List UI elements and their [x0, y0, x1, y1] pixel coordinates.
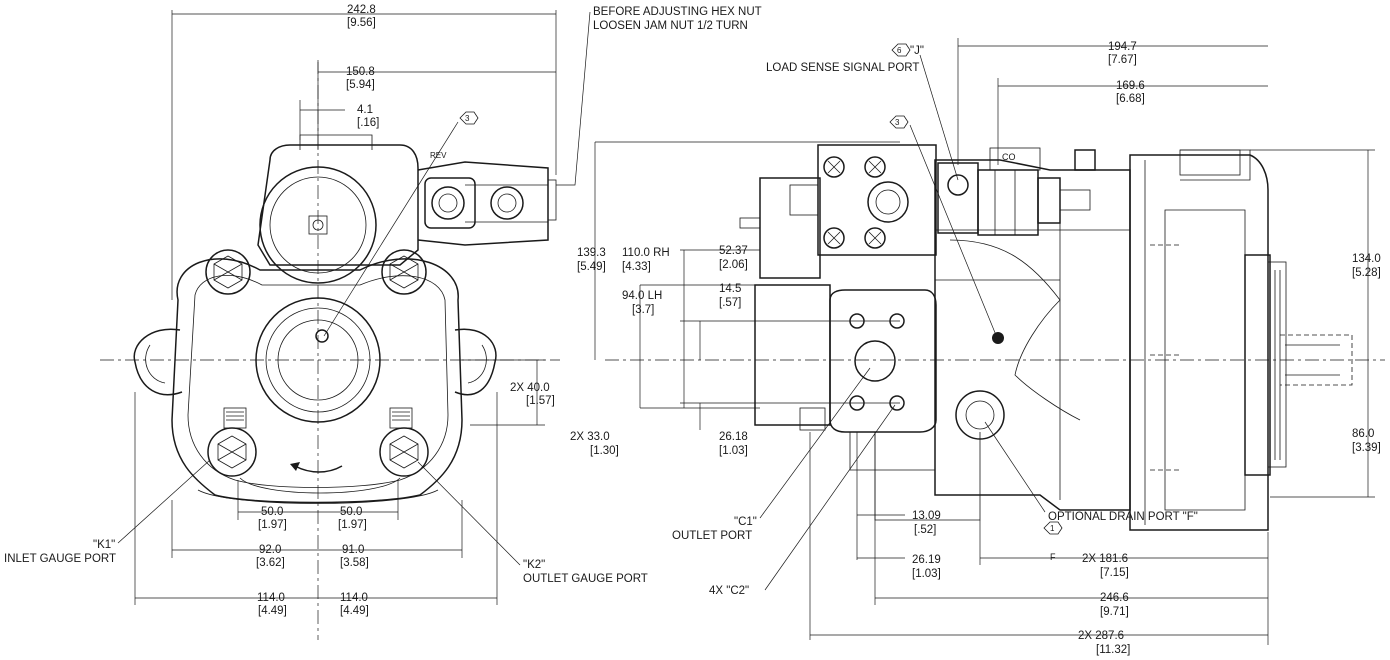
dim-14-5-inch: [.57]	[719, 297, 741, 309]
dim-150-8-inch: [5.94]	[346, 79, 375, 91]
dim-194-7-inch: [7.67]	[1108, 54, 1137, 66]
dim-169-6-inch: [6.68]	[1116, 93, 1145, 105]
dim-13-09: 13.09	[912, 510, 941, 522]
note-hex-nut-2: LOOSEN JAM NUT 1/2 TURN	[593, 20, 748, 32]
callout-6: 6	[897, 46, 902, 55]
dim-92: 92.0	[259, 544, 281, 556]
dim-2x-33-inch: [1.30]	[590, 445, 619, 457]
dim-2x-181-6: 2X 181.6	[1082, 553, 1128, 565]
front-view-labels: 242.8 [9.56] 150.8 [5.94] 4.1 [.16] 2X 4…	[4, 4, 762, 617]
note-c1-1: "C1"	[734, 516, 757, 528]
note-k1-1: "K1"	[93, 539, 115, 551]
dim-194-7: 194.7	[1108, 41, 1137, 53]
dim-114-left-inch: [4.49]	[258, 605, 287, 617]
dim-246-6-inch: [9.71]	[1100, 606, 1129, 618]
note-hex-nut-1: BEFORE ADJUSTING HEX NUT	[593, 6, 762, 18]
dim-52-37: 52.37	[719, 245, 748, 257]
dim-242-8: 242.8	[347, 4, 376, 16]
callout-1: 1	[1050, 524, 1055, 533]
dim-2x-40-inch: [1.57]	[526, 395, 555, 407]
note-rev: REV	[430, 151, 447, 160]
dim-110-rh-inch: [4.33]	[622, 261, 651, 273]
dim-26-19-inch: [1.03]	[912, 568, 941, 580]
dim-134-inch: [5.28]	[1352, 267, 1381, 279]
dim-134: 134.0	[1352, 253, 1381, 265]
dim-2x-40: 2X 40.0	[510, 382, 550, 394]
note-k2-1: "K2"	[523, 559, 545, 571]
dim-50-left: 50.0	[261, 506, 283, 518]
dim-114-right-inch: [4.49]	[340, 605, 369, 617]
dim-94-lh-inch: [3.7]	[632, 304, 654, 316]
note-k1-2: INLET GAUGE PORT	[4, 553, 116, 565]
dim-50-right-inch: [1.97]	[338, 519, 367, 531]
dim-246-6: 246.6	[1100, 592, 1129, 604]
upper-left-bolt	[205, 249, 251, 295]
dim-50-left-inch: [1.97]	[258, 519, 287, 531]
dim-2x-287-6-inch: [11.32]	[1096, 644, 1130, 656]
note-f-mark: F	[1050, 552, 1056, 562]
dim-150-8: 150.8	[346, 66, 375, 78]
dim-86: 86.0	[1352, 428, 1374, 440]
side-view-labels: 194.7 [7.67] 169.6 [6.68] 139.3 [5.49] 1…	[570, 41, 1381, 656]
dim-2x-287-6: 2X 287.6	[1078, 630, 1124, 642]
dim-242-8-inch: [9.56]	[347, 17, 376, 29]
front-view	[100, 10, 591, 640]
dim-91: 91.0	[342, 544, 364, 556]
dim-139-3-inch: [5.49]	[577, 261, 606, 273]
callout-3-side: 3	[895, 118, 900, 127]
dim-114-left: 114.0	[257, 592, 285, 604]
dim-86-inch: [3.39]	[1352, 442, 1381, 454]
lower-right-bolt	[379, 407, 429, 477]
dim-94-lh: 94.0 LH	[622, 290, 662, 302]
dim-169-6: 169.6	[1116, 80, 1145, 92]
dim-52-37-inch: [2.06]	[719, 259, 748, 271]
upper-right-bolt	[381, 249, 427, 295]
side-view	[594, 38, 1385, 645]
dim-2x-181-6-inch: [7.15]	[1100, 567, 1129, 579]
dim-13-09-inch: [.52]	[914, 524, 936, 536]
note-k2-2: OUTLET GAUGE PORT	[523, 573, 648, 585]
dim-139-3: 139.3	[577, 247, 606, 259]
dim-114-right: 114.0	[340, 592, 368, 604]
dim-26-18: 26.18	[719, 431, 748, 443]
dim-110-rh: 110.0 RH	[622, 247, 670, 259]
note-c2: 4X "C2"	[709, 585, 749, 597]
note-load-sense: LOAD SENSE SIGNAL PORT	[766, 62, 919, 74]
dim-4-1-inch: [.16]	[357, 117, 379, 129]
dim-26-19: 26.19	[912, 554, 941, 566]
dim-26-18-inch: [1.03]	[719, 445, 748, 457]
note-drain: OPTIONAL DRAIN PORT "F"	[1048, 511, 1198, 523]
dim-14-5: 14.5	[719, 283, 741, 295]
note-c1-2: OUTLET PORT	[672, 530, 752, 542]
lower-left-bolt	[207, 407, 257, 477]
dim-50-right: 50.0	[340, 506, 362, 518]
note-j-port: "J"	[910, 45, 924, 57]
dim-91-inch: [3.58]	[340, 557, 369, 569]
callout-3-front: 3	[465, 114, 470, 123]
dim-4-1: 4.1	[357, 104, 373, 116]
note-co: CO	[1002, 152, 1016, 162]
dim-92-inch: [3.62]	[256, 557, 285, 569]
dim-2x-33: 2X 33.0	[570, 431, 610, 443]
